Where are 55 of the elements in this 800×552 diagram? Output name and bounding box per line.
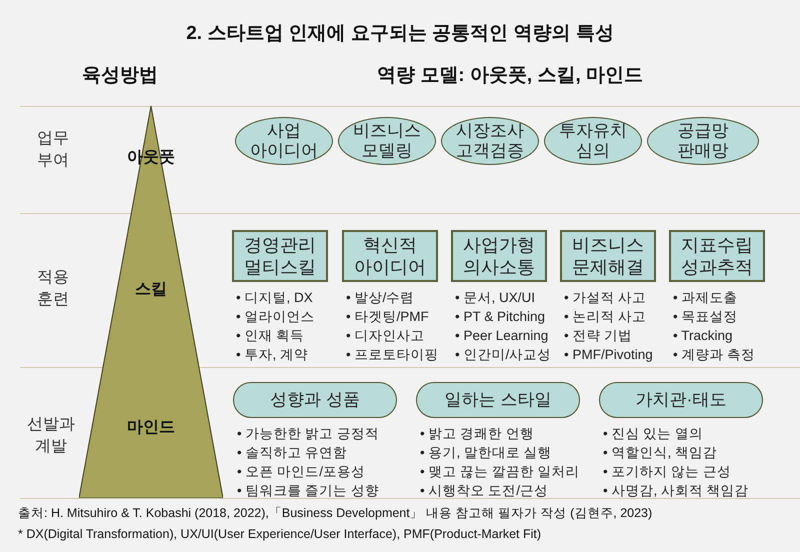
bullet-item: • 포기하지 않는 근성 [603, 463, 731, 481]
bullet-item: • 가설적 사고 [564, 289, 646, 307]
bullet-item: • PT & Pitching [455, 308, 546, 326]
bullet-item: • 가능한한 밝고 긍정적 [237, 425, 379, 443]
skill-box: 비즈니스 문제해결 [560, 230, 656, 282]
mind-box: 일하는 스타일 [416, 382, 580, 418]
bullet-item: • 목표설정 [673, 308, 738, 326]
skill-box: 혁신적 아이디어 [342, 230, 438, 282]
bullet-item: • 얼라이언스 [236, 308, 314, 326]
bullet-item: • 밝고 경쾌한 언행 [420, 425, 534, 443]
skill-box: 경영관리 멀티스킬 [232, 230, 328, 282]
bullet-item: • 디자인사고 [346, 327, 424, 345]
bullet-item: • 역할인식, 책임감 [603, 444, 717, 462]
bullet-item: • Tracking [673, 327, 732, 345]
bullet-item: • 인재 획득 [236, 327, 304, 345]
output-ellipse: 사업 아이디어 [235, 117, 333, 165]
bullet-item: • 오픈 마인드/포용성 [237, 463, 365, 481]
column-heading: 역량 모델: 아웃풋, 스킬, 마인드 [376, 64, 644, 88]
footnote: * DX(Digital Transformation), UX/UI(User Experience/User Interface), PMF(Product-Market Fit) [18, 526, 542, 543]
bullet-item: • 과제도출 [673, 289, 738, 307]
triangle-label: 마인드 [127, 418, 175, 438]
row-label: 적용 훈련 [36, 268, 70, 310]
row-label: 선발과 계발 [26, 415, 76, 457]
output-ellipse: 공급망 판매망 [647, 117, 759, 165]
bullet-item: • 투자, 계약 [236, 346, 308, 364]
mind-box: 성향과 성품 [233, 382, 397, 418]
skill-box: 사업가형 의사소통 [451, 230, 547, 282]
bullet-item: • 문서, UX/UI [455, 289, 535, 307]
bullet-item: • 진심 있는 열의 [603, 425, 703, 443]
triangle-label: 스킬 [135, 280, 167, 300]
bullet-item: • 팀워크를 즐기는 성향 [237, 482, 379, 500]
bullet-item: • Peer Learning [455, 327, 548, 345]
bullet-item: • 논리적 사고 [564, 308, 646, 326]
bullet-item: • 타겟팅/PMF [346, 308, 429, 326]
output-ellipse: 투자유치 심의 [544, 117, 642, 165]
bullet-item: • 발상/수렴 [346, 289, 414, 307]
footnote: 출처: H. Mitsuhiro & T. Kobashi (2018, 2022),「Business Development」 내용 참고해 필자가 작성 (김현주, 2023) [18, 505, 652, 522]
bullet-item: • 시행착오 도전/근성 [420, 482, 548, 500]
output-ellipse: 시장조사 고객검증 [441, 117, 539, 165]
bullet-item: • 솔직하고 유연함 [237, 444, 348, 462]
skill-box: 지표수립 성과추적 [669, 230, 765, 282]
bullet-item: • 맺고 끊는 깔끔한 일처리 [420, 463, 580, 481]
bullet-item: • 계량과 측정 [673, 346, 756, 364]
bullet-item: • 전략 기법 [564, 327, 632, 345]
bullet-item: • PMF/Pivoting [564, 346, 653, 364]
bullet-item: • 프로토타이핑 [346, 346, 438, 364]
bullet-item: • 용기, 말한대로 실행 [420, 444, 552, 462]
column-heading: 육성방법 [81, 64, 159, 88]
bullet-item: • 인간미/사교성 [455, 346, 552, 364]
mind-box: 가치관·태도 [599, 382, 763, 418]
bullet-item: • 사명감, 사회적 책임감 [603, 482, 749, 500]
title: 2. 스타트업 인재에 요구되는 공통적인 역량의 특성 [185, 22, 615, 46]
output-ellipse: 비즈니스 모델링 [338, 117, 436, 165]
bullet-item: • 디지털, DX [236, 289, 313, 307]
row-label: 업무 부여 [36, 129, 70, 171]
